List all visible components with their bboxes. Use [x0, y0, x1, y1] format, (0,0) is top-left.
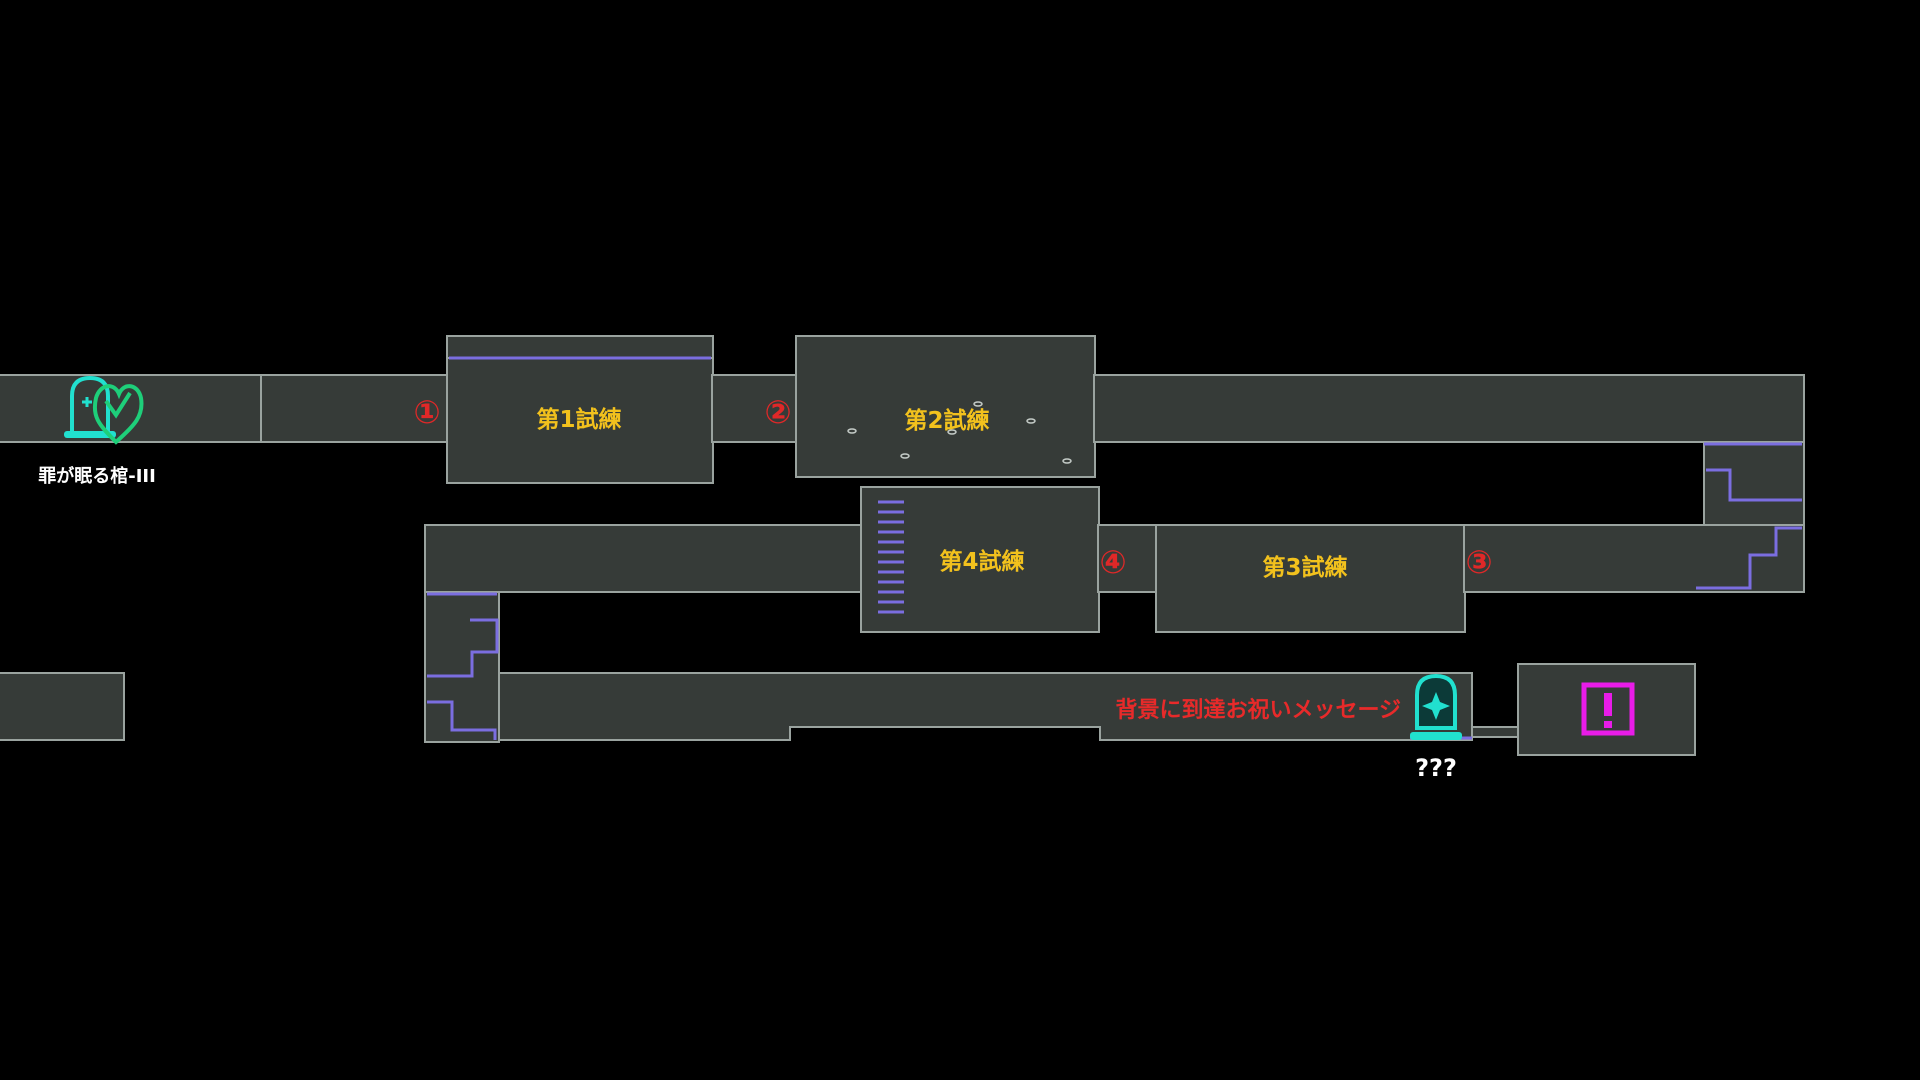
corridor-bottom — [498, 672, 1473, 741]
celebration-message: 背景に到達お祝いメッセージ — [1115, 697, 1401, 723]
coffin-heart-icon[interactable] — [64, 375, 144, 445]
trial-label-3: 第3試練 — [1262, 554, 1347, 581]
room-trial-1-alcove — [446, 335, 714, 359]
corridor-top-1 — [260, 374, 450, 443]
rock-mark — [847, 428, 857, 434]
rock-mark — [1062, 458, 1072, 464]
sealed-door-icon[interactable] — [1410, 673, 1462, 740]
save-point-label: 罪が眠る棺-III — [38, 465, 156, 487]
route-marker-3: ③ — [1465, 543, 1492, 581]
stairs — [878, 500, 904, 614]
route-marker-1: ① — [413, 393, 440, 431]
route-marker-2: ② — [764, 393, 791, 431]
room-trial-3 — [1155, 524, 1466, 633]
trial-label-4: 第4試練 — [939, 548, 1024, 575]
corridor-mid-east — [1463, 524, 1805, 593]
bottom-link — [1471, 726, 1519, 738]
route-marker-4: ④ — [1099, 543, 1126, 581]
corridor-mid-gap — [1097, 524, 1157, 593]
room-trial-1 — [446, 357, 714, 484]
unknown-point-label: ??? — [1415, 754, 1457, 782]
corridor-top-3 — [1093, 374, 1805, 443]
exclamation-icon[interactable] — [1581, 682, 1635, 736]
west-connector — [424, 591, 500, 743]
room-trial-2 — [795, 335, 1096, 478]
trial-label-1: 第1試練 — [536, 406, 621, 433]
corridor-mid-west — [424, 524, 863, 593]
rock-mark — [1026, 418, 1036, 424]
trial-label-2: 第2試練 — [904, 407, 989, 434]
rock-mark — [947, 429, 957, 435]
rock-mark — [973, 401, 983, 407]
rock-mark — [900, 453, 910, 459]
room-event — [1517, 663, 1696, 756]
corridor-west-fragment — [0, 672, 125, 741]
